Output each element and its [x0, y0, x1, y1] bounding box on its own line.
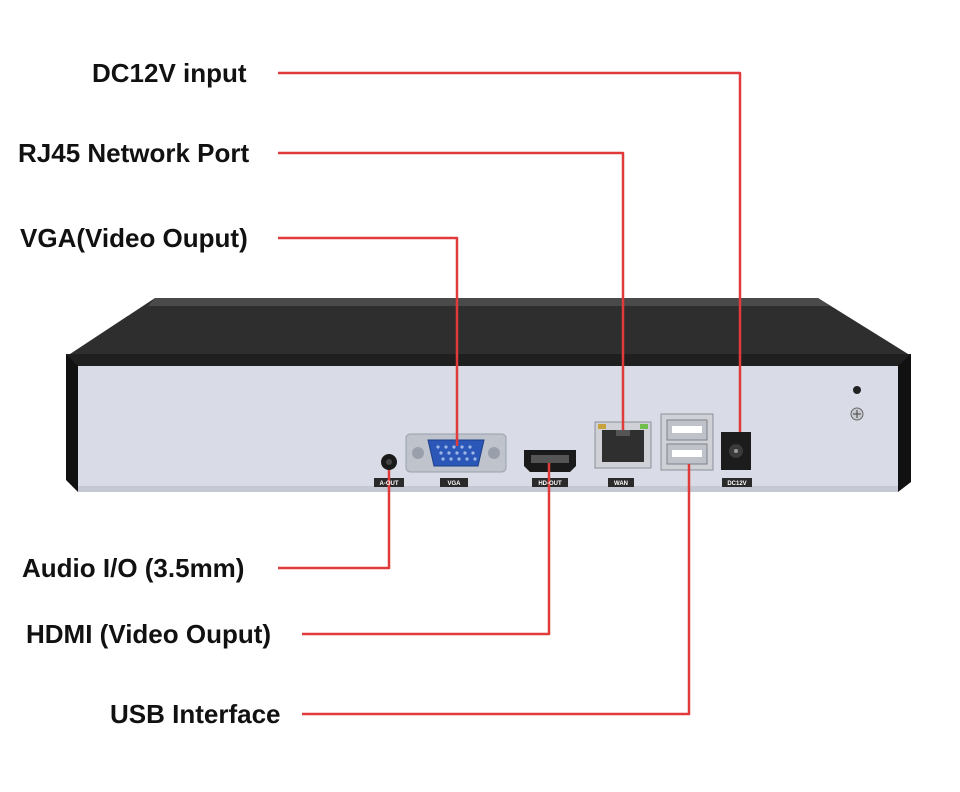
- vga-port-tag: VGA: [447, 481, 461, 487]
- rear-panel-bottom-shade: [78, 486, 898, 492]
- dc-tag-bg: [722, 478, 752, 487]
- vga-tag-bg: [440, 478, 468, 487]
- chassis-lid-edge: [66, 354, 911, 366]
- vga-screw-left: [412, 447, 424, 459]
- label-vga: VGA(Video Ouput): [20, 223, 248, 253]
- callout-line-rj45: [278, 151, 625, 430]
- usb-port-lower-tongue: [672, 450, 702, 457]
- usb-port-upper-tongue: [672, 426, 702, 433]
- rj45-led-left: [598, 424, 606, 429]
- chassis-right-side: [898, 354, 911, 492]
- callout-line-audio: [278, 470, 391, 570]
- label-rj45: RJ45 Network Port: [18, 138, 250, 168]
- callout-line-usb: [302, 464, 691, 716]
- chassis-top: [70, 298, 908, 354]
- hdmi-port-tag: HD-OUT: [538, 481, 562, 487]
- dc-jack-pin: [734, 449, 738, 453]
- wan-tag-bg: [608, 478, 634, 487]
- hdmi-port-inner: [531, 455, 569, 463]
- wan-port-tag: WAN: [614, 481, 628, 487]
- reset-hole: [853, 386, 861, 394]
- label-dc-input: DC12V input: [92, 58, 247, 88]
- audio-port-tag: A-OUT: [380, 481, 399, 487]
- callout-line-hdmi: [302, 463, 551, 636]
- callout-line-vga: [278, 236, 459, 446]
- callout-line-dc-input: [278, 71, 742, 432]
- chassis-top-highlight: [148, 298, 830, 306]
- chassis-left-side: [66, 354, 78, 492]
- audio-jack-hole: [386, 459, 392, 465]
- dc-port-tag: DC12V: [727, 481, 746, 487]
- vga-pins: [436, 445, 477, 461]
- vga-screw-right: [488, 447, 500, 459]
- rj45-tab: [616, 430, 630, 436]
- rear-panel: [78, 366, 898, 492]
- label-usb: USB Interface: [110, 699, 281, 729]
- label-audio: Audio I/O (3.5mm): [22, 553, 245, 583]
- label-hdmi: HDMI (Video Ouput): [26, 619, 272, 649]
- rj45-led-right: [640, 424, 648, 429]
